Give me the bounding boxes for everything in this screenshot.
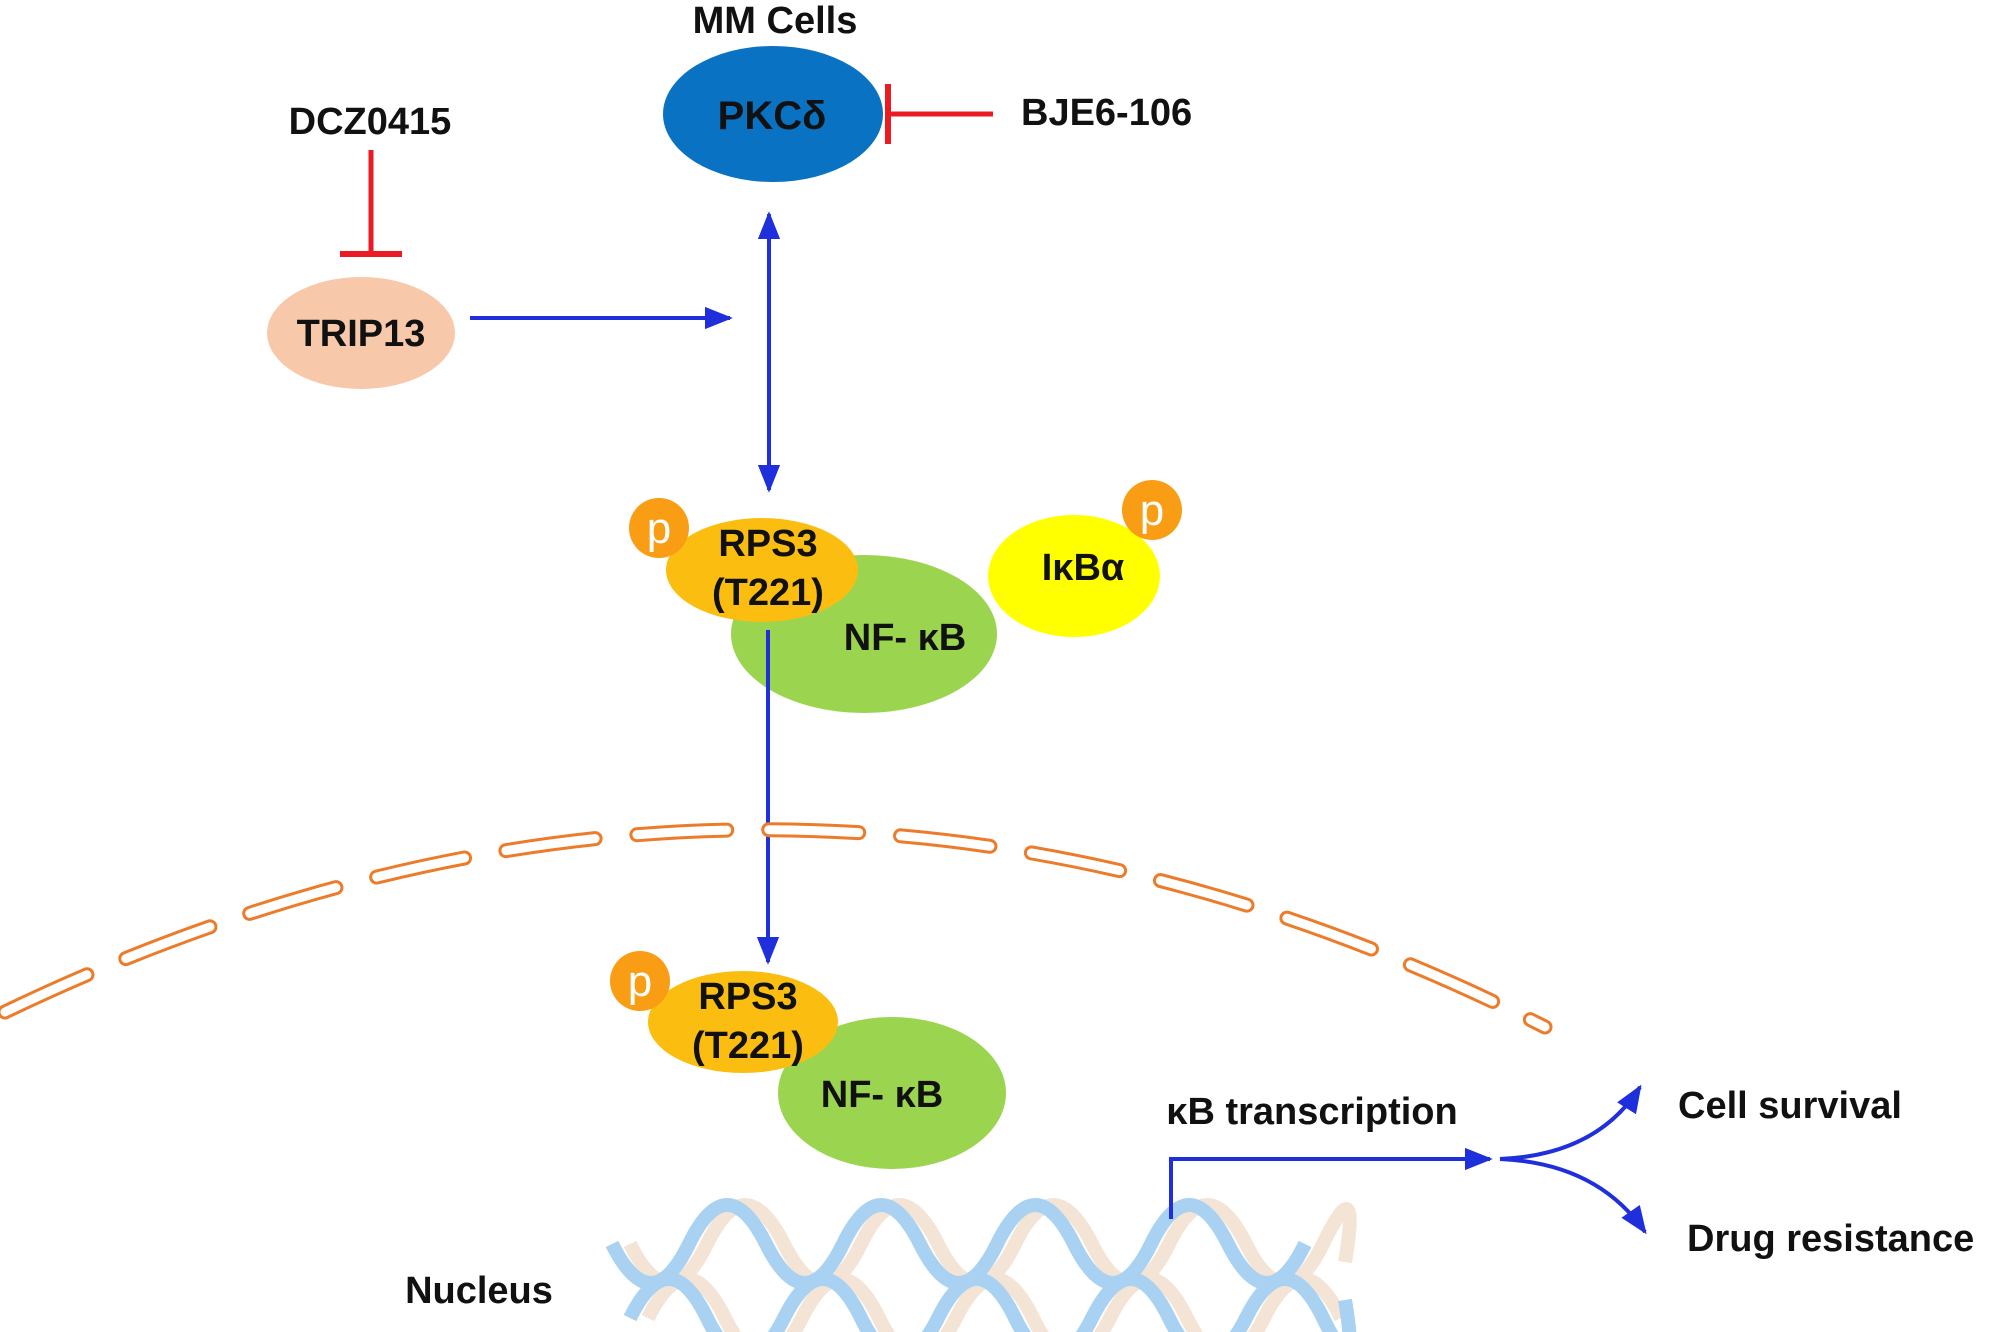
- rps3-label-line1-nucleus: RPS3: [698, 976, 797, 1018]
- drug-resistance-label: Drug resistance: [1687, 1218, 1974, 1260]
- phospho-badge-rps3-cytoplasm: [629, 498, 689, 558]
- bje-inhibition-edge: [885, 84, 993, 144]
- pkc-label: PKCδ: [718, 94, 827, 138]
- phospho-label-rps3-nucleus: p: [628, 957, 652, 1006]
- rps3-node-cytoplasm: [666, 518, 858, 622]
- transcription-arrow: [1169, 1147, 1493, 1219]
- phospho-badge-rps3-nucleus: [610, 951, 670, 1011]
- pkc-node: [663, 46, 883, 182]
- trip13-node: [267, 277, 455, 389]
- nuclear-membrane: [0, 822, 1553, 1035]
- cell-survival-label: Cell survival: [1678, 1085, 1902, 1127]
- nuclear-complex: p RPS3 (T221) NF- κB: [610, 951, 1006, 1169]
- mm-cells-title: MM Cells: [693, 0, 858, 42]
- ikba-label: IκBα: [1042, 547, 1125, 589]
- rps3-label-line2-nucleus: (T221): [692, 1025, 804, 1067]
- dna-helix: [605, 1198, 1357, 1332]
- phospho-label-rps3-cytoplasm: p: [647, 504, 671, 553]
- dna-strand-front: [623, 1272, 1357, 1332]
- dcz-inhibition-edge: [340, 150, 402, 257]
- drug-resistance-arrow: [1499, 1157, 1647, 1235]
- phospho-badge-ikba: [1122, 480, 1182, 540]
- cell-survival-arrow: [1499, 1084, 1642, 1161]
- nfkb-label-nucleus: NF- κB: [821, 1074, 944, 1116]
- nucleus-label: Nucleus: [405, 1270, 553, 1312]
- dcz-label: DCZ0415: [289, 101, 452, 143]
- dna-strand-front-2: [605, 1198, 1312, 1290]
- cytoplasmic-complex: p p RPS3 (T221) IκBα NF- κB: [629, 480, 1182, 713]
- rps3-label-line1-cytoplasm: RPS3: [718, 523, 817, 565]
- phospho-label-ikba: p: [1140, 486, 1164, 535]
- bje-label: BJE6-106: [1021, 92, 1192, 134]
- trip13-label: TRIP13: [297, 313, 426, 355]
- nfkb-node-nucleus: [778, 1017, 1006, 1169]
- rps3-label-line2-cytoplasm: (T221): [712, 572, 824, 614]
- rps3-node-nucleus: [648, 971, 838, 1073]
- kb-transcription-label: κB transcription: [1166, 1091, 1457, 1133]
- ikba-node: [988, 515, 1160, 637]
- nfkb-label-cytoplasm: NF- κB: [844, 617, 967, 659]
